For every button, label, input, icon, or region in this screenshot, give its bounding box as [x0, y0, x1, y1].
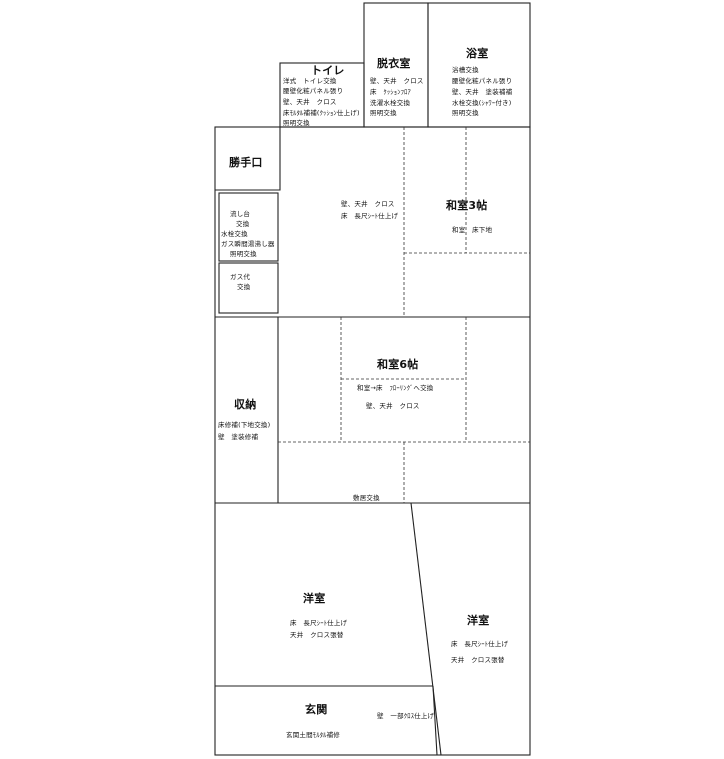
western1-title: 洋室	[303, 592, 326, 605]
main-body-outline	[214, 126, 531, 756]
dressing-note: 洗濯水栓交換	[370, 99, 411, 107]
bath-note: 浴槽交換	[452, 66, 479, 74]
back-door-room	[215, 127, 281, 191]
shikii-note: 敷居交換	[353, 494, 380, 502]
western2-note: 床 長尺ｼｰﾄ仕上げ	[451, 640, 509, 648]
western2-note: 天井 クロス張替	[451, 656, 505, 664]
western1-note: 天井 クロス張替	[290, 631, 344, 639]
toilet-note: 壁、天井 クロス	[283, 98, 337, 106]
sink-note: 流し台	[230, 210, 251, 218]
sink-note: 水栓交換	[221, 230, 248, 238]
western1-note: 床 長尺ｼｰﾄ仕上げ	[290, 619, 348, 627]
dressing-note: 照明交換	[370, 109, 397, 117]
entrance-wall-note: 壁 一部ｸﾛｽ仕上げ	[377, 712, 435, 720]
washitsu6-note: 和室→床 ﾌﾛｰﾘﾝｸﾞへ交換	[357, 384, 434, 392]
dressing-title: 脱衣室	[377, 57, 411, 70]
toilet-note: 床ﾓﾙﾀﾙ補補(ｸｯｼｮﾝ仕上げ)	[283, 109, 360, 117]
kitchen-note: 床 長尺ｼｰﾄ仕上げ	[341, 212, 399, 220]
bath-note: 腰壁化粧パネル張り	[452, 77, 513, 85]
bath-title: 浴室	[466, 47, 489, 60]
sink-note: 照明交換	[230, 250, 257, 258]
western-partition	[410, 502, 442, 756]
bath-room	[427, 2, 531, 128]
western2-title: 洋室	[467, 614, 490, 627]
entrance-title: 玄関	[305, 703, 328, 716]
dressing-note: 壁、天井 クロス	[370, 77, 424, 85]
gas-note: ガス代	[230, 273, 251, 281]
gas-note: 交換	[237, 283, 251, 291]
toilet-note: 洋式 トイレ交換	[283, 77, 337, 85]
washitsu3-note: 和室 床下地	[452, 226, 493, 234]
entrance-note: 玄関土間ﾓﾙﾀﾙ補修	[286, 731, 340, 739]
sink-note: ガス瞬間湯沸し器	[221, 240, 275, 248]
storage-note: 床修補(下地交換)	[218, 421, 271, 429]
sink-box	[218, 192, 279, 262]
dressing-note: 床 ｸｯｼｮﾝﾌﾛｱ	[370, 88, 411, 96]
bath-note: 照明交換	[452, 109, 479, 117]
kitchen-note: 壁、天井 クロス	[341, 200, 395, 208]
back-door-title: 勝手口	[229, 156, 263, 169]
entrance-wall	[432, 685, 438, 756]
storage-note: 壁 塗装修補	[218, 433, 259, 441]
bath-note: 壁、天井 塗装補補	[452, 88, 513, 96]
storage-title: 収納	[234, 398, 257, 411]
washitsu3-title: 和室3帖	[446, 199, 488, 212]
bath-note: 水栓交換(ｼｬﾜｰ付き)	[452, 99, 512, 107]
toilet-note: 腰壁化粧パネル張り	[283, 87, 344, 95]
sink-note: 交換	[236, 220, 250, 228]
gas-box	[218, 262, 279, 314]
washitsu6-note: 壁、天井 クロス	[366, 402, 420, 410]
toilet-note: 照明交換	[283, 119, 310, 127]
washitsu6-title: 和室6帖	[377, 358, 419, 371]
toilet-title: トイレ	[311, 64, 345, 77]
